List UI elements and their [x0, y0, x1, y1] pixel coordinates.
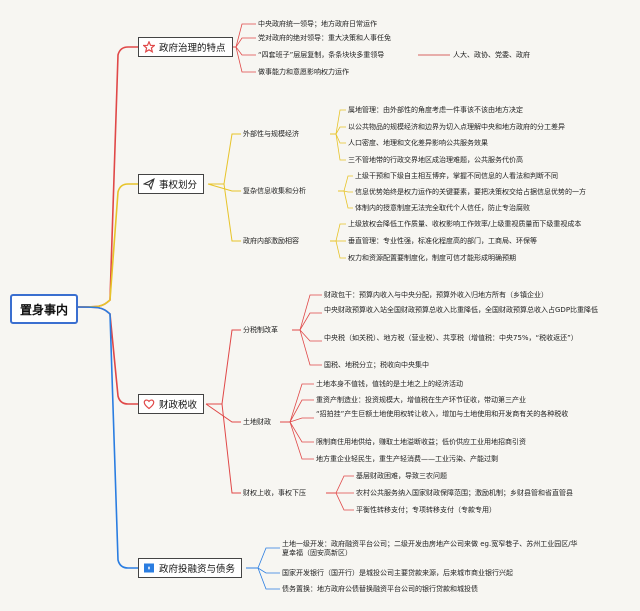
leaf-item: 以公共物品的规模经济和边界为切入点理解中央和地方政府的分工差异: [348, 123, 565, 131]
leaf-connector: [292, 294, 322, 331]
group-label: 财权上收，事权下压: [243, 489, 306, 497]
branch-label: 政府治理的特点: [159, 43, 226, 54]
branch-label: 事权划分: [159, 180, 198, 191]
leaf-connector: [246, 567, 280, 590]
group-connector: [206, 329, 241, 405]
leaf-connector: [280, 421, 314, 443]
leaf-item: 人口密度、地理和文化差异影响公共服务效果: [348, 139, 488, 147]
leaf-item: 重资产制造业：投资规模大，增值税在生产环节征收，带动第三产业: [316, 396, 526, 404]
root-connector: [75, 306, 138, 569]
group-connector: [208, 183, 241, 242]
branch-label: 政府投融资与债务: [159, 564, 236, 575]
branch-financing-debt[interactable]: 政府投融资与债务: [138, 558, 243, 578]
leaf-item: 党对政府的绝对领导：重大决策和人事任免: [258, 34, 391, 42]
leaf-connector: [230, 37, 256, 48]
leaf-connector: [292, 312, 322, 331]
heart-icon: [143, 399, 155, 410]
leaf-item: 做事能力和意愿影响权力运作: [258, 68, 349, 76]
leaf-connector: [330, 133, 346, 161]
leaf-connector: [246, 567, 280, 574]
group-label: 复杂信息收集和分析: [243, 187, 306, 195]
leaf-connector: [292, 329, 322, 366]
leaf-connector: [338, 175, 353, 192]
leaf-item: 信息优势始终是权力运作的关键要素，要把决策权交给占据信息优势的一方: [355, 188, 586, 196]
leaf-item: 属地管理：由外部性的角度考虑一件事该不该由地方决定: [348, 106, 523, 114]
star-icon: [143, 41, 155, 53]
leaf-item: 土地本身不值钱，值钱的是土地之上的经济活动: [316, 380, 463, 388]
group-connector: [208, 133, 241, 185]
group-label: 政府内部激励相容: [243, 237, 299, 245]
leaf-item: 体制内的授意制度无法完全取代个人信任，防止专治腐败: [355, 204, 530, 212]
group-label: 土地财政: [243, 418, 271, 426]
leaf-item: 中央政府统一领导；地方政府日常运作: [258, 20, 377, 28]
group-connector: [207, 183, 241, 192]
leaf-item: 国税、地税分立；税收向中央集中: [324, 361, 429, 369]
leaf-note: 人大、政协、党委、政府: [453, 51, 530, 59]
leaf-item: “四套班子”层层复制，条条块块多重领导: [258, 51, 385, 59]
leaf-connector: [338, 190, 353, 209]
leaf-connector: [330, 126, 346, 135]
branch-label: 财政税收: [159, 400, 198, 411]
group-connector: [205, 403, 241, 423]
leaf-item: 基层财政困难，导致三农问题: [356, 472, 447, 480]
leaf-item: 地方重企业轻民生，重生产轻消费——工业污染、产能过剩: [316, 455, 498, 463]
branch-fiscal-tax[interactable]: 财政税收: [138, 394, 205, 414]
leaf-item: 国家开发银行（国开行）是城投公司主要贷款来源，后来城市商业银行兴起: [282, 569, 513, 577]
group-label: 分税制改革: [243, 326, 278, 334]
root-connector: [75, 306, 138, 405]
leaf-item: 上级干预和下级自主相互博弈，掌握不同信息的人看法和判断不同: [355, 172, 558, 180]
leaf-connector: [292, 329, 322, 342]
leaf-item: 债务置换：地方政府公债替换融资平台公司的银行贷款和城投债: [282, 585, 478, 593]
leaf-item: 权力和资源配置要制度化，制度可信才能形成明确预期: [348, 254, 516, 262]
leaf-item: 垂直管理：专业性强，标准化程度高的部门，工商局、环保等: [348, 237, 537, 245]
leaf-connector: [230, 23, 256, 48]
leaf-connector: [280, 421, 314, 460]
root-connector: [75, 46, 138, 308]
leaf-connector: [326, 475, 354, 494]
leaf-connector: [326, 492, 354, 511]
group-connector: [206, 403, 241, 494]
leaf-item: “招拍挂”产生巨额土地使用权转让收入，增加与土地使用和开发商有关的各种税收: [316, 410, 569, 418]
root-connector: [75, 183, 138, 308]
leaf-item: 三不管地带的行政交界地区成治理难题，公共服务代价高: [348, 156, 523, 164]
leaf-connector: [280, 417, 314, 423]
root-node[interactable]: 置身事内: [10, 294, 78, 324]
leaf-connector: [280, 399, 314, 423]
root-label: 置身事内: [19, 302, 68, 317]
leaf-connector: [330, 223, 346, 242]
leaf-connector: [280, 383, 314, 423]
leaf-item: 限制商住用地供给，赚取土地溢断收益；低价供应工业用地招商引资: [316, 438, 526, 446]
leaf-connector: [230, 46, 256, 73]
leaf-connector: [330, 240, 346, 259]
group-label: 外部性与规模经济: [243, 130, 299, 138]
leaf-item: 中央税（如关税）、地方税（营业税）、共享税（增值税：中央75%，“税收返还”）: [324, 334, 578, 342]
leaf-connector: [246, 547, 280, 569]
leaf-item: 上级放权会降低工作质量、收权影响工作效率/上级重视质量而下级重视成本: [348, 220, 582, 228]
flag-icon: [144, 563, 154, 573]
leaf-item: 农村公共服务纳入国家财政保障范围；激励机制；乡财县管和省直管县: [356, 489, 573, 497]
leaf-item: 平衡性转移支付；专项转移支付（专款专用）: [356, 506, 496, 514]
leaf-connector: [230, 46, 256, 56]
leaf-connector: [330, 133, 346, 144]
leaf-item: 中央财政预算收入站全国财政预算总收入比重降低，全国财政预算总收入占GDP比重降低: [324, 306, 599, 314]
leaf-item: 财政包干：预算内收入与中央分配，预算外收入归地方所有（乡镇企业）: [324, 291, 548, 299]
branch-power-division[interactable]: 事权划分: [138, 174, 205, 194]
leaf-item: 土地一级开发：政府融资平台公司；二级开发由房地产公司来做 eg.宽窄巷子、苏州工…: [282, 540, 578, 557]
branch-governance[interactable]: 政府治理的特点: [138, 37, 233, 57]
paper-plane-icon: [143, 178, 155, 190]
